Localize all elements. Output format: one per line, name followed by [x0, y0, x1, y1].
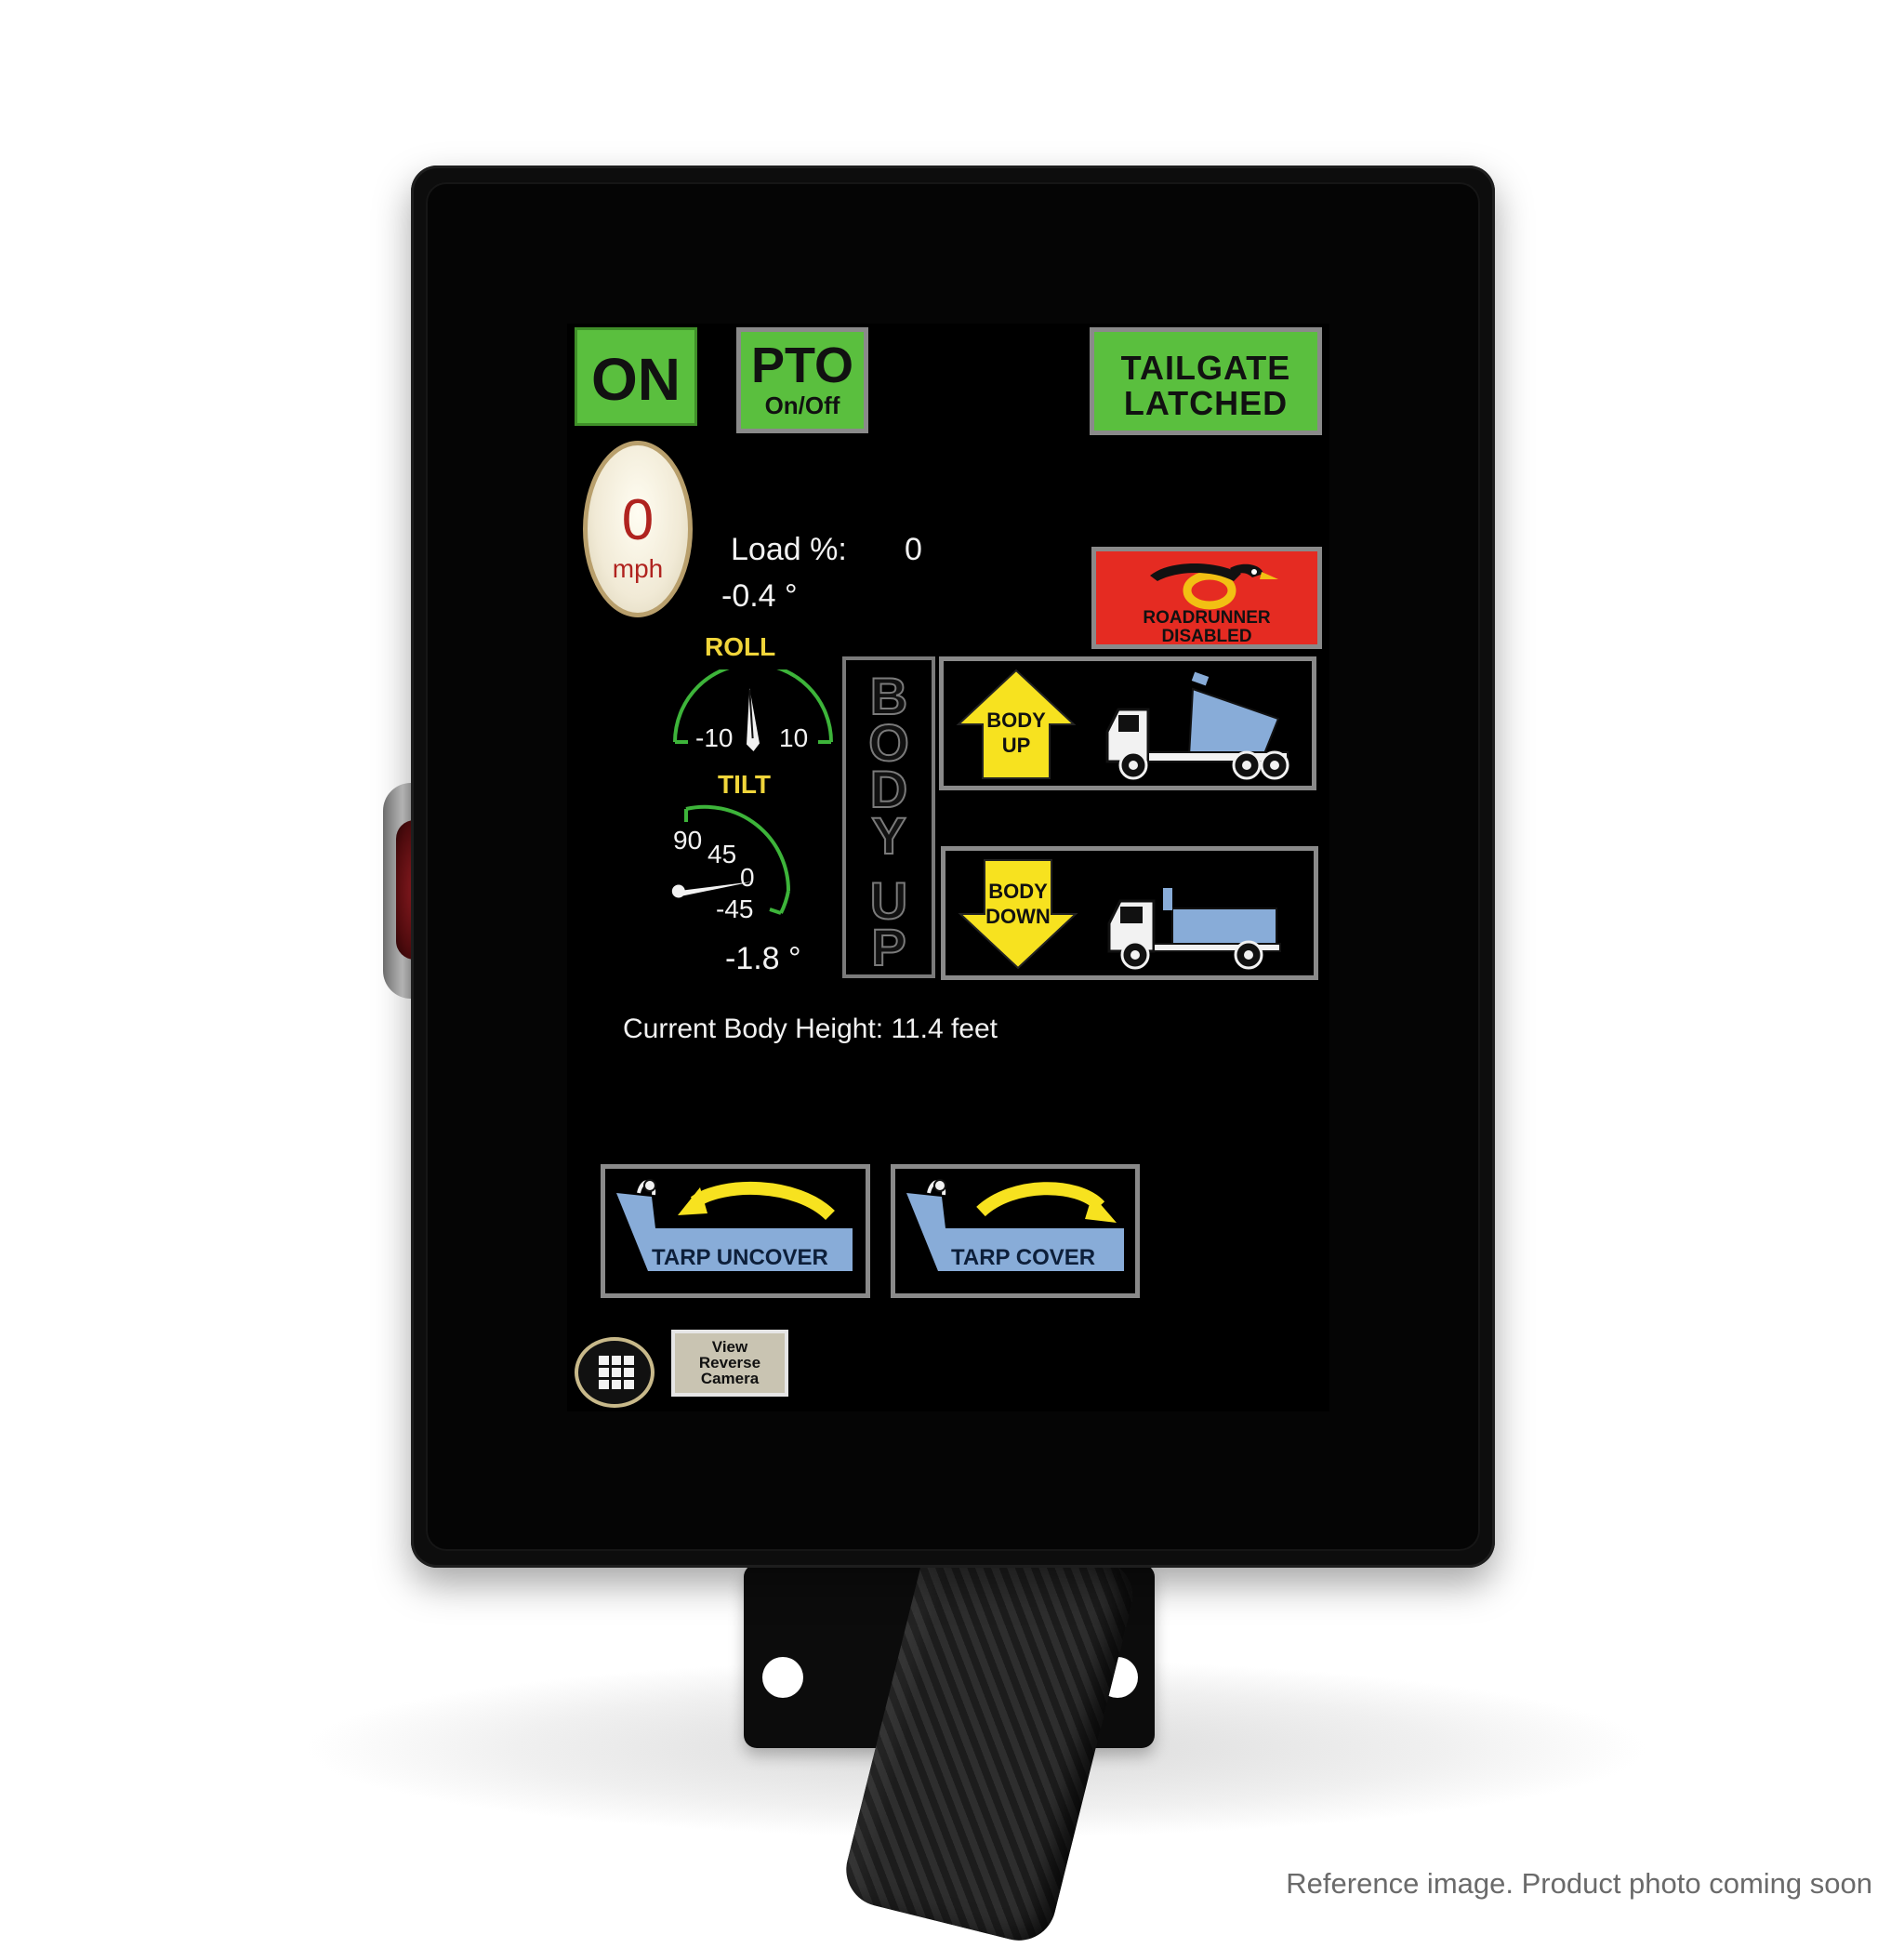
- speed-indicator: 0 mph: [583, 441, 693, 617]
- dump-truck-lowered-icon: [1107, 888, 1281, 970]
- camera-label-line3: Camera: [700, 1370, 760, 1387]
- tilt-angle-readout: -1.8 °: [725, 941, 801, 976]
- tarp-uncover-label: TARP UNCOVER: [652, 1245, 828, 1270]
- load-label: Load %:: [731, 532, 847, 567]
- roadrunner-icon: [1150, 563, 1278, 610]
- pto-toggle-button[interactable]: PTO On/Off: [736, 327, 868, 433]
- tailgate-label-line1: TAILGATE: [1120, 349, 1291, 387]
- tarp-uncover-button[interactable]: TARP UNCOVER: [601, 1164, 870, 1298]
- roll-gauge: [673, 669, 833, 751]
- tilt-tick-45: 45: [707, 840, 737, 868]
- roadrunner-label-line1: ROADRUNNER: [1143, 608, 1271, 628]
- body-down-label-line2: DOWN: [985, 905, 1051, 928]
- body-down-button[interactable]: BODY DOWN: [941, 846, 1318, 980]
- body-state-letter: Y: [870, 806, 906, 865]
- body-up-label-line1: BODY: [986, 709, 1046, 732]
- pto-label: PTO: [750, 338, 854, 393]
- load-value: 0: [905, 532, 922, 567]
- body-state-letter: P: [870, 918, 906, 976]
- roadrunner-label-line2: DISABLED: [1161, 627, 1252, 646]
- reverse-camera-button[interactable]: View Reverse Camera: [671, 1330, 788, 1397]
- roll-angle-readout: -0.4 °: [721, 578, 798, 614]
- speed-value: 0: [621, 488, 654, 552]
- roll-tick-max: 10: [779, 723, 809, 752]
- arrow-up-icon: [956, 669, 1077, 779]
- power-on-button[interactable]: ON: [575, 327, 697, 426]
- pto-sublabel: On/Off: [764, 391, 840, 419]
- camera-label-line2: Reverse: [698, 1354, 761, 1372]
- grid-menu-icon: [599, 1356, 634, 1389]
- tarp-cover-icon: [906, 1179, 1124, 1271]
- tarp-cover-label: TARP COVER: [951, 1245, 1096, 1270]
- tailgate-label-line2: LATCHED: [1123, 384, 1289, 422]
- tilt-needle: [671, 881, 754, 898]
- roll-label: ROLL: [705, 632, 776, 661]
- body-state-letter: O: [867, 713, 910, 772]
- body-up-button[interactable]: BODY UP: [939, 656, 1316, 790]
- body-up-label-line2: UP: [1001, 734, 1031, 757]
- camera-label-line1: View: [711, 1338, 748, 1356]
- body-height-readout: Current Body Height: 11.4 feet: [623, 1014, 998, 1044]
- roll-tick-min: -10: [695, 723, 734, 752]
- speed-unit: mph: [612, 554, 664, 583]
- body-state-letter: B: [869, 667, 908, 725]
- tilt-gauge: [671, 804, 791, 915]
- tilt-tick-neg45: -45: [716, 894, 754, 923]
- tilt-label: TILT: [718, 770, 772, 799]
- tailgate-status-button[interactable]: TAILGATE LATCHED: [1090, 327, 1322, 435]
- dump-truck-raised-icon: [1105, 671, 1289, 780]
- body-down-label-line1: BODY: [988, 880, 1048, 903]
- body-state-letter: U: [869, 871, 908, 930]
- grid-menu-button[interactable]: [575, 1337, 654, 1408]
- tilt-tick-90: 90: [673, 826, 703, 855]
- arrow-down-icon: [958, 859, 1078, 970]
- reference-caption: Reference image. Product photo coming so…: [1286, 1867, 1872, 1900]
- tarp-uncover-icon: [616, 1179, 853, 1271]
- tilt-tick-0: 0: [740, 863, 755, 892]
- tarp-cover-button[interactable]: TARP COVER: [891, 1164, 1140, 1298]
- body-state-indicator: B O D Y U P: [842, 656, 935, 978]
- roll-needle: [747, 688, 760, 751]
- roadrunner-button[interactable]: ROADRUNNER DISABLED: [1091, 547, 1322, 649]
- body-state-letter: D: [869, 760, 908, 818]
